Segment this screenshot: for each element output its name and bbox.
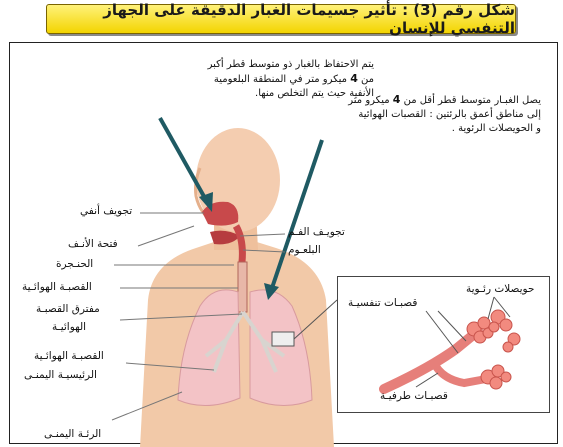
label-main-bronchus-1: القصبـة الهوائـية: [34, 350, 104, 362]
note-right-line3: و الحويصلات الرئوية .: [327, 122, 541, 136]
note-left-line1: يتم الاحتفاظ بالغبار ذو متوسط قطر أكبر: [198, 58, 374, 72]
label-bifurcation-1: مفترق القصبـة: [36, 303, 100, 315]
label-terminal-bronchioles: قصبـات طرفيـة: [380, 390, 448, 402]
label-nasal-cavity: تجويف أنفي: [80, 205, 132, 217]
label-bifurcation-2: الهوائيـة: [52, 321, 86, 333]
note-left-line2: من 4 ميكرو متر في المنطقة البلعومية: [198, 72, 374, 87]
zoom-marker: [272, 332, 294, 346]
label-main-bronchus-2: الرئيسيـة اليمنـى: [24, 369, 97, 381]
label-respiratory-bronchioles: قصبـات تنفسيـة: [348, 297, 417, 309]
label-nostril: فتحة الأنـف: [68, 238, 118, 250]
alveoli-inset: حويصلات رئـوية قصبـات تنفسيـة قصبـات طرف…: [337, 276, 550, 413]
label-oral-cavity: تجويـف الفـم: [288, 226, 345, 238]
trachea-tube: [238, 262, 247, 312]
note-left-line2-post: ميكرو متر في المنطقة البلعومية: [214, 74, 350, 85]
note-left-number: 4: [350, 72, 358, 85]
bronchiole-branch: [434, 363, 486, 383]
note-left-line2-pre: من: [358, 74, 374, 85]
label-alveoli: حويصلات رئـوية: [466, 283, 534, 295]
note-right-line1-pre: يصل الغبـار متوسط قطر أقل من: [400, 95, 541, 106]
label-pharynx: البلعـوم: [288, 244, 321, 256]
note-fine-dust: يصل الغبـار متوسط قطر أقل من 4 ميكرو متر…: [327, 93, 541, 136]
label-right-lung: الرئـة اليمنـى: [44, 428, 101, 440]
label-trachea: القصبـة الهوائـية: [22, 281, 92, 293]
note-right-line1-post: ميكرو متر: [348, 95, 393, 106]
note-right-line1: يصل الغبـار متوسط قطر أقل من 4 ميكرو متر: [327, 93, 541, 108]
label-larynx: الحنـجرة: [56, 258, 93, 270]
note-right-line2: إلى مناطق أعمق بالرئتين : القصبات الهوائ…: [327, 108, 541, 122]
